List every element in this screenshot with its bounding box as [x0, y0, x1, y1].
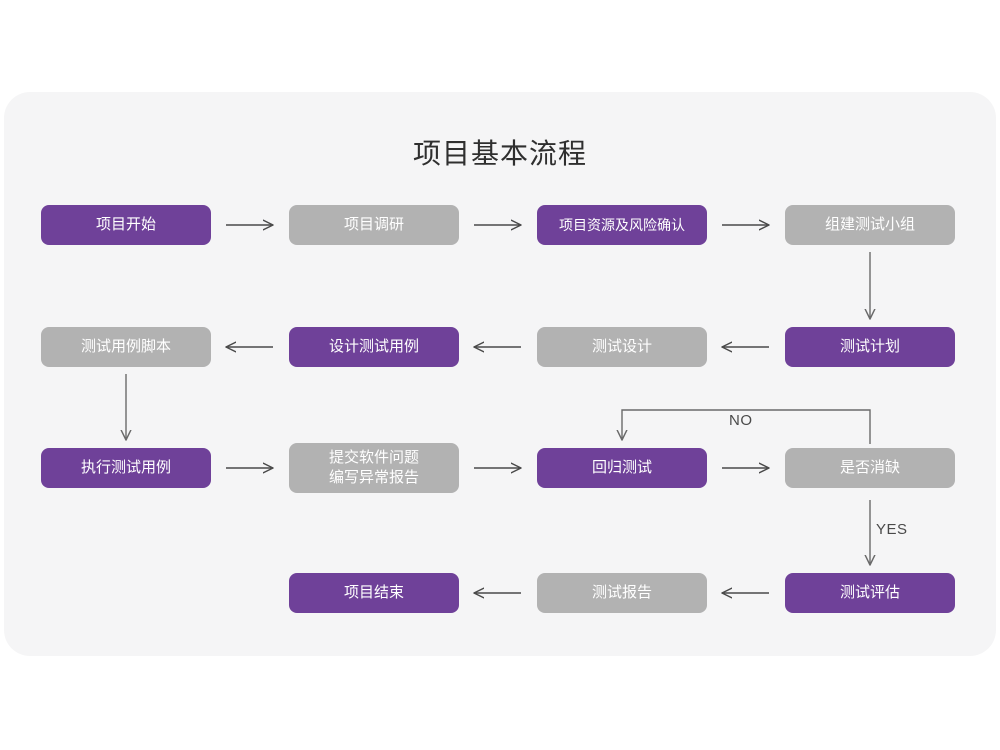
node-label: 测试报告 [591, 583, 652, 601]
node-test-design[interactable]: 测试设计 [537, 327, 707, 367]
node-form-test-team[interactable]: 组建测试小组 [785, 205, 955, 245]
node-regression-test[interactable]: 回归测试 [537, 448, 707, 488]
node-label: 是否消缺 [839, 458, 900, 476]
node-label: 提交软件问题编写异常报告 [328, 448, 419, 486]
node-label: 项目资源及风险确认 [559, 216, 685, 233]
node-test-plan[interactable]: 测试计划 [785, 327, 955, 367]
node-test-case-scripts[interactable]: 测试用例脚本 [41, 327, 211, 367]
node-execute-test-cases[interactable]: 执行测试用例 [41, 448, 211, 488]
node-resource-risk-confirm[interactable]: 项目资源及风险确认 [537, 205, 707, 245]
diagram-panel [4, 92, 996, 656]
node-defects-cleared[interactable]: 是否消缺 [785, 448, 955, 488]
node-project-end[interactable]: 项目结束 [289, 573, 459, 613]
node-label: 测试评估 [839, 583, 900, 601]
node-test-report[interactable]: 测试报告 [537, 573, 707, 613]
node-label: 回归测试 [591, 458, 652, 476]
page-title: 项目基本流程 [412, 138, 587, 169]
node-label: 测试设计 [591, 337, 652, 355]
node-label: 设计测试用例 [328, 337, 419, 355]
node-label: 项目调研 [343, 215, 404, 233]
node-label: 组建测试小组 [824, 215, 915, 233]
node-project-start[interactable]: 项目开始 [41, 205, 211, 245]
node-label: 测试计划 [839, 337, 900, 355]
edge-label-yes: YES [876, 521, 908, 538]
edge-label-no: NO [729, 412, 753, 429]
node-label: 测试用例脚本 [80, 337, 171, 355]
node-project-research[interactable]: 项目调研 [289, 205, 459, 245]
node-label: 项目开始 [95, 215, 156, 233]
node-label: 执行测试用例 [80, 458, 171, 476]
node-test-evaluation[interactable]: 测试评估 [785, 573, 955, 613]
node-submit-defects[interactable]: 提交软件问题编写异常报告 [289, 443, 459, 493]
node-design-test-cases[interactable]: 设计测试用例 [289, 327, 459, 367]
node-label: 项目结束 [343, 583, 404, 601]
